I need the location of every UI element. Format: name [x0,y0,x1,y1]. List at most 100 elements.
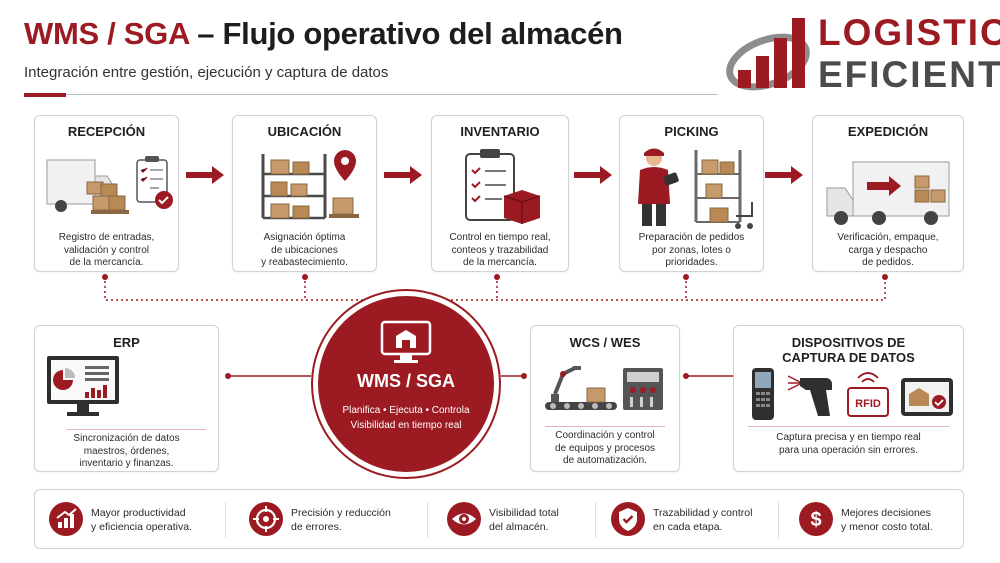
card-title: UBICACIÓN [267,124,342,139]
card-title: RECEPCIÓN [67,124,146,139]
desc-line: Asignación óptima [263,232,346,243]
title-accent: WMS / SGA [24,16,189,51]
desc-line: Verificación, empaque, [837,232,939,243]
desc-line: para una operación sin errores. [779,444,918,456]
card-desc: Control en tiempo real, conteos y trazab… [438,232,562,270]
card-desc: Captura precisa y en tiempo real para un… [740,432,957,457]
benefit-line: Mayor productividad [91,507,186,519]
desc-line: de pedidos. [862,257,914,268]
desc-line: de la mercancía. [463,257,537,268]
shield-check-icon [611,502,645,536]
desc-line: Sincronización de datos [73,433,180,444]
card-desc: Coordinación y control de equipos y proc… [537,430,673,468]
shelf-location-pin-icon [261,150,359,220]
flow-arrow-icon [574,166,612,184]
benefit-line: de errores. [291,521,342,533]
desc-line: maestros, órdenes, [83,445,170,457]
benefit-line: del almacén. [489,521,549,533]
desc-line: de automatización. [563,455,647,466]
eye-icon [447,502,481,536]
desc-line: de la mercancía. [69,257,144,268]
hub-visibility: Visibilidad en tiempo real [350,420,462,431]
devices-divider [748,426,949,427]
card-recepcion: RECEPCIÓN Registro de entradas, validaci… [34,115,179,272]
logo-word-1: LOGISTICA [818,12,1000,53]
benefit-divider [778,502,779,538]
devices-title-line: CAPTURA DE DATOS [782,350,915,365]
card-title: WCS / WES [569,335,641,350]
desc-line: Captura precisa y en tiempo real [776,432,921,443]
benefit-text: Precisión y reducción de errores. [291,506,391,534]
truck-dispatch-icon [826,161,950,225]
benefit-line: Precisión y reducción [291,507,391,519]
card-devices: DISPOSITIVOS DE CAPTURA DE DATOS RFID Ca… [733,325,964,472]
benefit-divider [427,502,428,538]
card-title: EXPEDICIÓN [847,124,929,139]
card-desc: Verificación, empaque, carga y despacho … [819,232,957,270]
desc-line: Preparación de pedidos [638,232,745,243]
desc-line: de equipos y procesos [554,442,656,454]
benefit-line: Trazabilidad y control [653,507,753,519]
card-title: PICKING [664,124,719,139]
svg-text:$: $ [810,509,821,531]
card-erp: ERP Sincronización de datos maestros, ór… [34,325,219,472]
desc-line: carga y despacho [848,244,928,256]
title-rule-accent [24,93,66,97]
card-title: ERP [113,335,140,350]
card-title: INVENTARIO [460,124,540,139]
card-desc: Preparación de pedidos por zonas, lotes … [626,232,757,270]
desc-line: por zonas, lotes o [652,244,731,256]
logo-mark [726,18,810,91]
page-title: WMS / SGA – Flujo operativo del almacén [24,16,623,52]
picker-scanner-icon [638,148,753,229]
benefit-line: Mejores decisiones [841,507,931,519]
desc-line: y reabastecimiento. [261,257,348,268]
desc-line: inventario y finanzas. [79,458,174,469]
benefit-divider [595,502,596,538]
target-icon [249,502,283,536]
wcs-divider [545,426,665,427]
rfid-tag-icon: RFID [847,372,889,417]
devices-title-line: DISPOSITIVOS DE [791,335,906,350]
tablet-icon [901,378,953,416]
card-inventario: INVENTARIO Control en tiempo real, conte… [431,115,569,272]
handheld-terminal-icon [752,368,774,420]
benefit-text: Trazabilidad y control en cada etapa. [653,506,752,534]
card-desc: Asignación óptima de ubicaciones y reaba… [239,232,370,270]
wms-hub [318,296,494,472]
card-wcs: WCS / WES Coordinación y control de equi… [530,325,680,472]
hub-tagline: Planifica • Ejecuta • Controla [342,405,470,416]
desc-line: prioridades. [665,257,718,268]
clipboard-box-icon [465,149,541,224]
page-subtitle: Integración entre gestión, ejecución y c… [24,64,389,81]
desc-line: conteos y trazabilidad [451,244,549,256]
monitor-warehouse-icon [380,320,432,363]
desc-line: Coordinación y control [555,430,655,441]
truck-boxes-checklist-icon [46,156,173,214]
hub-title: WMS / SGA [357,371,455,391]
monitor-dashboard-icon [47,356,119,416]
benefit-text: Visibilidad total del almacén. [489,506,559,534]
benefit-precision: Precisión y reducción de errores. [235,490,425,550]
card-picking: PICKING Preparación de pedidos por zonas… [619,115,764,272]
barcode-scanner-icon [787,375,832,416]
rfid-label: RFID [855,398,881,410]
title-rest: – Flujo operativo del almacén [188,16,623,51]
growth-chart-icon [49,502,83,536]
desc-line: Registro de entradas, [58,232,155,243]
benefit-line: en cada etapa. [653,521,723,533]
benefit-traceability: Trazabilidad y control en cada etapa. [597,490,787,550]
logo-word-2: EFICIENTE [818,54,1000,95]
card-ubicacion: UBICACIÓN Asignación óptima de ubicacion… [232,115,377,272]
card-expedicion: EXPEDICIÓN Verificación, empaque, carga … [812,115,964,272]
card-title: DISPOSITIVOS DE CAPTURA DE DATOS [734,335,963,365]
benefit-line: Visibilidad total [489,507,559,519]
dollar-icon: $ [799,502,833,536]
card-desc: Sincronización de datos maestros, órdene… [41,433,212,471]
